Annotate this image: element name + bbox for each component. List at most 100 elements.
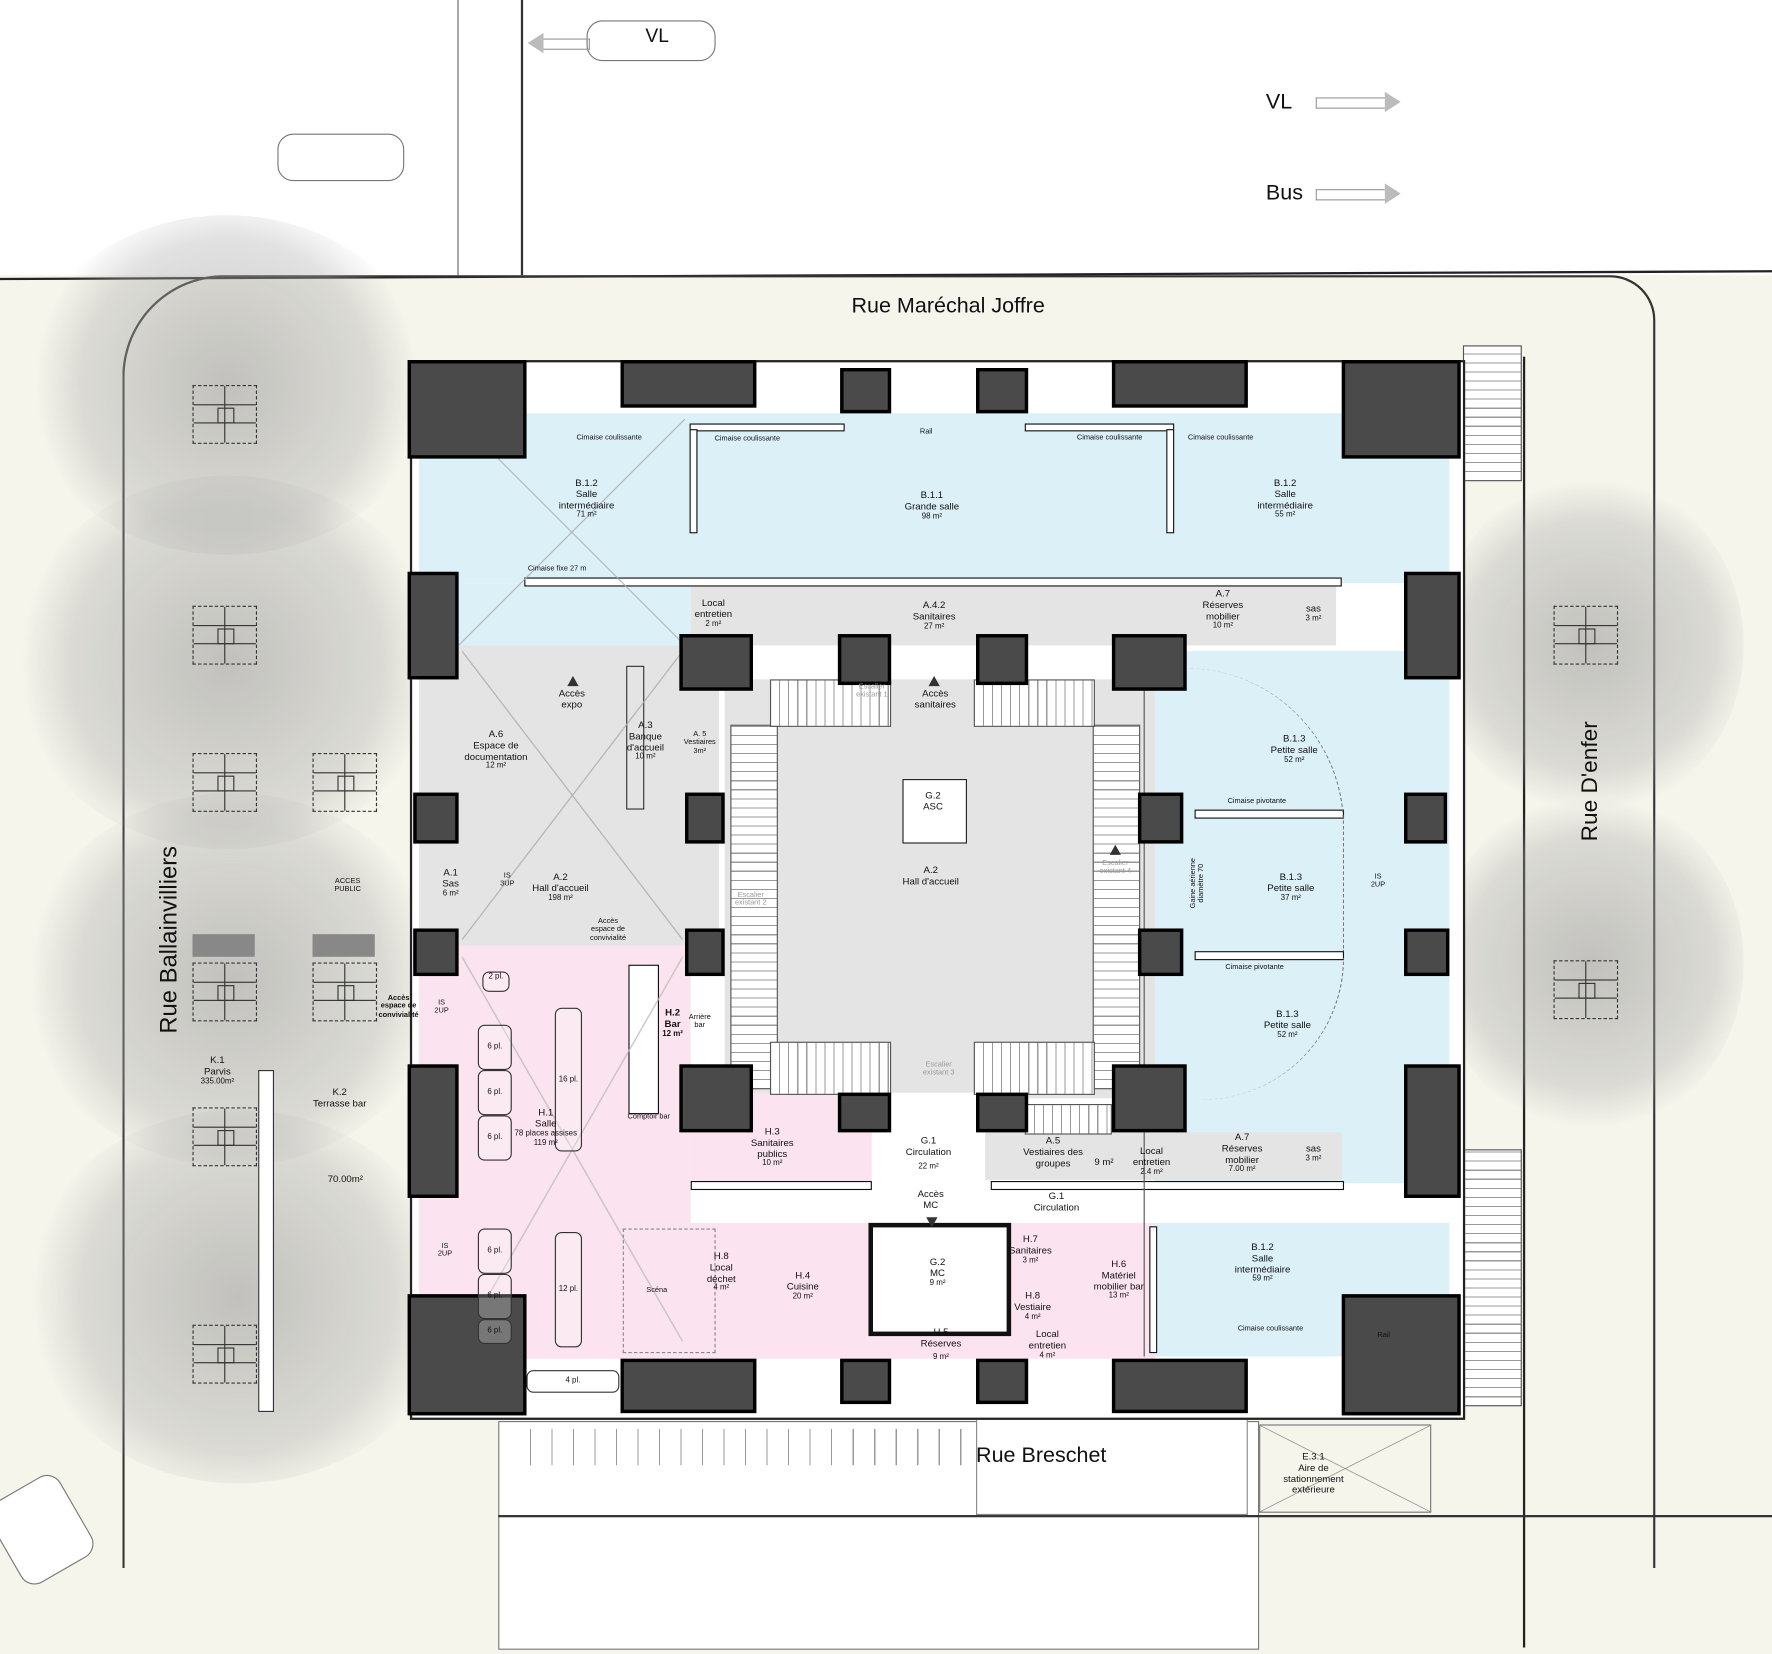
table: 6 pl. — [477, 1024, 512, 1071]
table: 6 pl. — [477, 1228, 512, 1274]
pillar — [1404, 792, 1448, 844]
pillar — [685, 792, 725, 844]
road-divider — [457, 0, 459, 276]
stair — [769, 679, 892, 727]
stair — [973, 679, 1095, 727]
pillar — [1404, 928, 1450, 977]
car-icon — [0, 1469, 100, 1591]
lane-label: VL — [645, 24, 669, 47]
pillar — [679, 1064, 753, 1133]
bench — [312, 934, 375, 957]
table: 12 pl. — [554, 1231, 583, 1348]
pillar — [976, 1092, 1029, 1133]
label-cimaise-coulissante: Cimaise coulissante — [714, 434, 781, 443]
cimaise-coulissante — [689, 429, 698, 534]
pillar — [1404, 571, 1461, 680]
label-cimaise-coulissante: Cimaise coulissante — [1076, 433, 1143, 442]
pillar — [837, 634, 892, 686]
tree-grate — [192, 384, 258, 444]
tree-grate — [312, 962, 378, 1022]
label-scena: Scéna — [646, 1286, 668, 1295]
pillar — [976, 1358, 1029, 1405]
arrow-right-icon — [1315, 91, 1401, 113]
bench — [192, 934, 255, 957]
label-comptoir-bar: Comptoir bar — [627, 1113, 671, 1121]
tree-grate — [192, 1324, 258, 1384]
table: 2 pl. — [482, 971, 510, 992]
pillar — [1111, 360, 1248, 408]
tree-canopy — [22, 1109, 453, 1484]
diagonal-lines — [461, 651, 683, 940]
pillar — [685, 928, 725, 977]
stair — [730, 724, 778, 1090]
table: 16 pl. — [554, 1007, 583, 1152]
tree-grate — [1553, 605, 1619, 665]
street-north: Rue Maréchal Joffre — [851, 294, 1045, 319]
room-a5-area: 9 m² — [1094, 1156, 1114, 1168]
wall — [690, 1180, 872, 1191]
terrace-wall — [258, 1070, 275, 1412]
pillar — [1111, 1358, 1248, 1414]
car-icon — [586, 20, 716, 62]
pillar — [1404, 1064, 1461, 1198]
pillar — [1137, 928, 1184, 977]
curb-south — [498, 1515, 1772, 1518]
zone-reserves — [985, 1132, 1342, 1180]
tree-grate — [192, 1107, 258, 1167]
pillar — [1111, 634, 1187, 691]
tree-grate — [312, 752, 378, 812]
wall — [1149, 1226, 1158, 1354]
hall-floor — [781, 726, 1088, 1039]
stair — [1024, 1103, 1112, 1135]
table: 6 pl. — [477, 1115, 512, 1161]
label-cimaise-coulissante: Cimaise coulissante — [576, 433, 642, 442]
lane-label: VL — [1265, 90, 1293, 115]
pillar — [837, 1092, 892, 1133]
label-cimaise-pivotante: Cimaise pivotante — [1227, 797, 1287, 806]
pillar — [1137, 792, 1184, 844]
pillar — [976, 634, 1029, 686]
wall — [1143, 654, 1145, 1357]
elevator — [902, 779, 967, 844]
label-cimaise-fixe: Cimaise fixe 27 m — [527, 565, 587, 573]
label-cimaise-coulissante: Cimaise coulissante — [1237, 1324, 1304, 1333]
table: 4 pl. — [526, 1370, 620, 1393]
road-divider — [520, 0, 524, 276]
exterior-stairs — [1460, 1149, 1522, 1407]
access-marker-icon — [926, 1217, 938, 1228]
pillar — [413, 792, 459, 844]
tree-grate — [192, 962, 258, 1022]
tree-grate — [192, 752, 258, 812]
label-k2-area: 70.00m² — [327, 1173, 364, 1185]
access-marker-icon — [567, 675, 579, 687]
